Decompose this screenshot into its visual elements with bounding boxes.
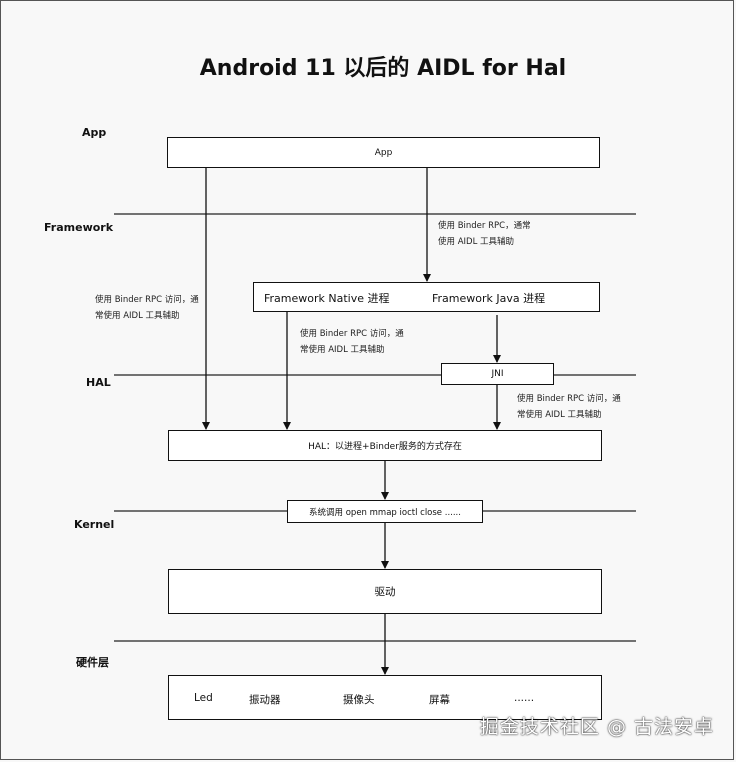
- note-jni-to-hal: 使用 Binder RPC 访问，通 常使用 AIDL 工具辅助: [517, 394, 621, 420]
- hardware-item-vibrator: 振动器: [249, 694, 281, 706]
- hardware-item-more: ......: [514, 692, 535, 704]
- app-box: App: [167, 137, 600, 168]
- hal-label: HAL：以进程+Binder服务的方式存在: [308, 442, 462, 452]
- layer-label-hardware: 硬件层: [76, 656, 109, 669]
- framework-native-label: Framework Native 进程: [264, 292, 390, 305]
- note-app-to-framework: 使用 Binder RPC，通常 使用 AIDL 工具辅助: [438, 221, 531, 247]
- watermark: 掘金技术社区 @ 古法安卓: [479, 716, 714, 738]
- syscall-label: 系统调用 open mmap ioctl close ......: [309, 507, 461, 518]
- diagram-title: Android 11 以后的 AIDL for Hal: [199, 56, 567, 81]
- jni-label: JNI: [491, 369, 504, 379]
- syscall-box: 系统调用 open mmap ioctl close ......: [287, 500, 483, 523]
- note-app-to-hal: 使用 Binder RPC 访问，通 常使用 AIDL 工具辅助: [95, 295, 199, 321]
- hardware-item-led: Led: [194, 692, 213, 704]
- layer-label-kernel: Kernel: [74, 518, 115, 531]
- driver-label: 驱动: [374, 586, 396, 598]
- hardware-item-camera: 摄像头: [343, 694, 375, 706]
- hardware-box: [168, 675, 602, 720]
- note-native-to-hal: 使用 Binder RPC 访问，通 常使用 AIDL 工具辅助: [300, 329, 404, 355]
- layer-label-hal: HAL: [86, 376, 111, 389]
- hardware-item-screen: 屏幕: [429, 694, 450, 706]
- hal-box: HAL：以进程+Binder服务的方式存在: [168, 430, 602, 461]
- layer-label-app: App: [82, 126, 107, 139]
- driver-box: 驱动: [168, 569, 602, 614]
- jni-box: JNI: [441, 363, 554, 385]
- framework-process-box: Framework Native 进程 Framework Java 进程: [253, 282, 600, 312]
- framework-java-label: Framework Java 进程: [432, 292, 546, 305]
- layer-label-framework: Framework: [44, 221, 114, 234]
- app-box-label: App: [374, 147, 393, 158]
